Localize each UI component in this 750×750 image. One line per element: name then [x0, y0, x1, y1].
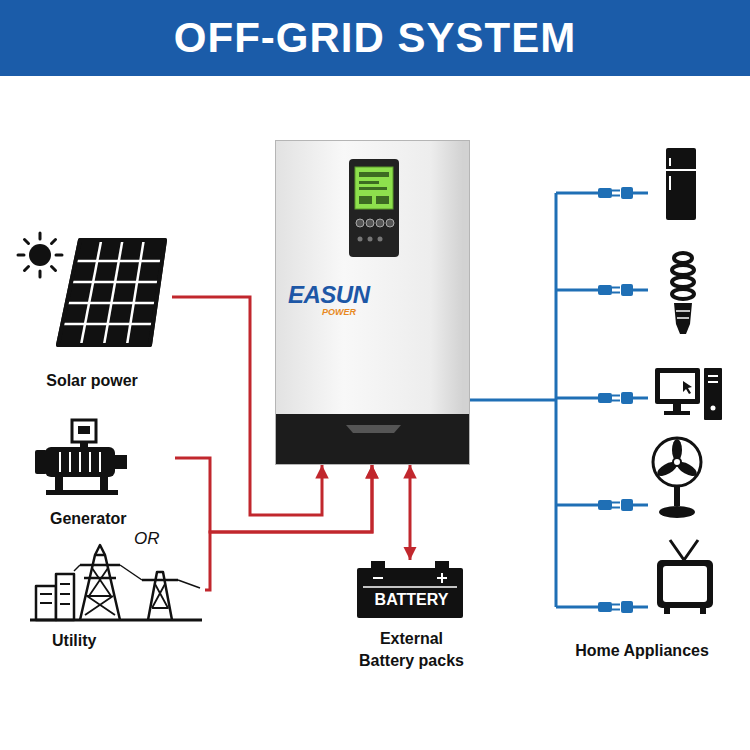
home-appliances-group: Home Appliances — [556, 140, 728, 662]
fridge-icon — [666, 148, 696, 220]
generator-icon — [35, 420, 127, 495]
generator-source: Generator — [20, 415, 175, 530]
bulb-icon — [672, 253, 694, 334]
source-label: Utility — [52, 630, 96, 652]
computer-icon — [655, 368, 722, 420]
utility-icon — [30, 545, 202, 620]
source-label: Generator — [50, 508, 126, 530]
battery-bank: BATTERY External Battery packs — [347, 560, 476, 672]
battery-icon — [347, 560, 473, 620]
power-input-wire — [175, 458, 372, 532]
appliance-bus — [556, 187, 648, 613]
power-input-wire — [409, 465, 412, 560]
group-label: Home Appliances — [575, 640, 709, 662]
brand-logo-sub: POWER — [322, 307, 356, 317]
title-bar: OFF-GRID SYSTEM — [0, 0, 750, 76]
separator-word: OR — [134, 529, 160, 549]
brand-logo: EASUN — [288, 283, 370, 307]
diagram-title: OFF-GRID SYSTEM — [0, 0, 750, 76]
utility-source: Utility — [20, 540, 205, 652]
source-label: Solar power — [46, 370, 138, 392]
output-wire — [470, 399, 556, 402]
solar-power-source: Solar power — [12, 225, 172, 392]
fan-icon — [653, 438, 701, 518]
battery-caption: External Battery packs — [352, 628, 472, 672]
power-input-wire — [205, 465, 372, 590]
sun-icon — [18, 233, 62, 277]
inverter-unit: EASUNPOWER — [275, 140, 470, 465]
solar-panel-icon — [58, 240, 165, 345]
battery-text: BATTERY — [359, 568, 465, 618]
tv-icon — [657, 540, 713, 614]
